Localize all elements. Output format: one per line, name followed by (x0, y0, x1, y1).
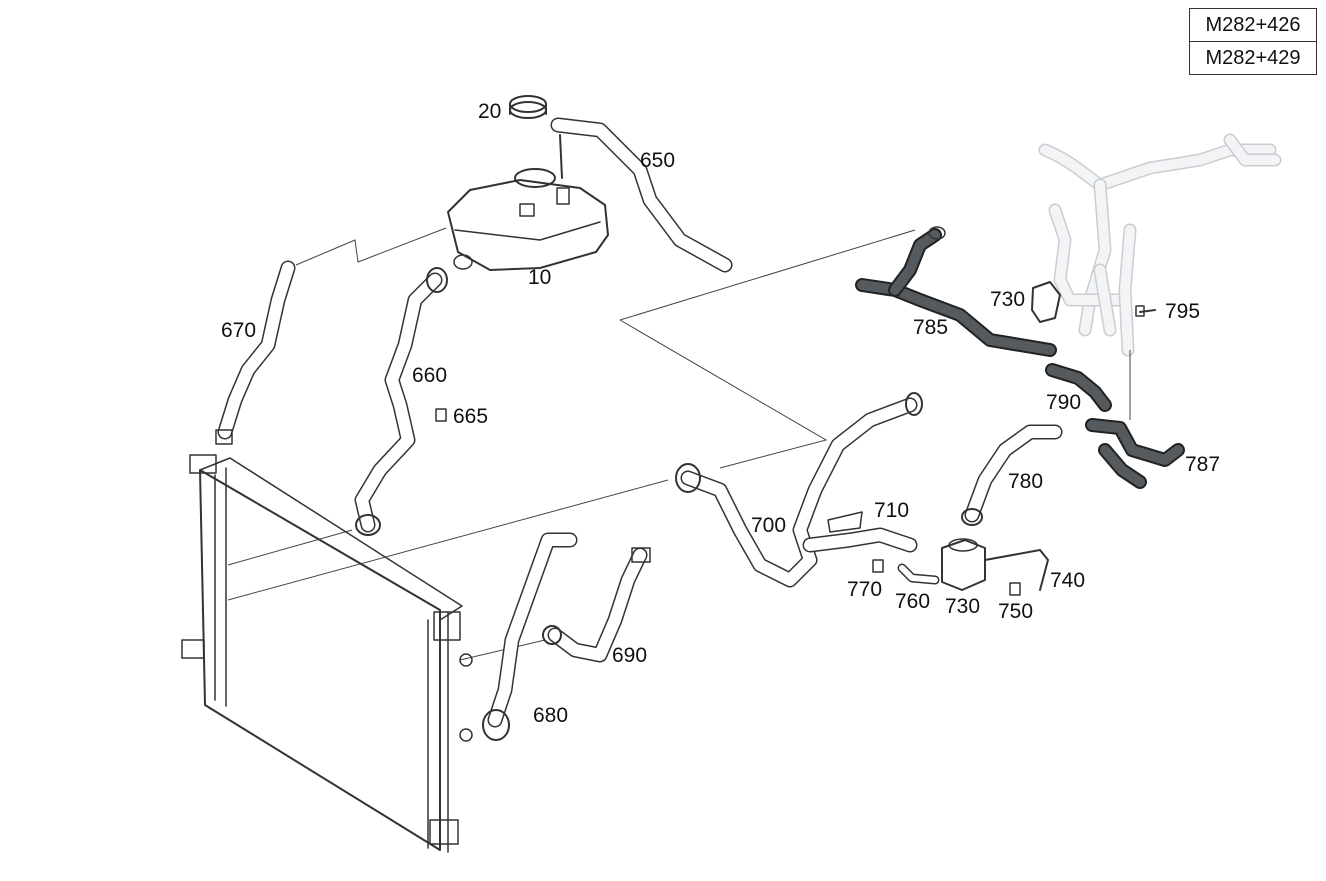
hose-787 (1085, 418, 1185, 489)
hose-680 (482, 532, 578, 741)
callout-787: 787 (1185, 453, 1220, 476)
callout-790: 790 (1046, 391, 1081, 414)
callout-680: 680 (533, 704, 568, 727)
hose-790 (1045, 363, 1112, 412)
hose-690 (542, 547, 651, 663)
model-code: M282+429 (1190, 41, 1316, 74)
callout-690: 690 (612, 644, 647, 667)
callout-730-lower: 730 (945, 595, 980, 618)
callout-665: 665 (453, 405, 488, 428)
callout-785: 785 (913, 316, 948, 339)
callout-700: 700 (751, 514, 786, 537)
hose-700 (675, 392, 923, 588)
callout-780: 780 (1008, 470, 1043, 493)
hose-650 (550, 117, 733, 273)
auxiliary-pump-group (872, 281, 1061, 596)
callout-650: 650 (640, 149, 675, 172)
radiator (181, 454, 473, 853)
callout-750: 750 (998, 600, 1033, 623)
hose-660 (354, 267, 448, 536)
callout-660: 660 (412, 364, 447, 387)
callout-20: 20 (478, 100, 501, 123)
model-code-box: M282+426 M282+429 (1189, 8, 1317, 75)
leader-lines (227, 227, 1131, 661)
callout-labels: 10 20 650 660 665 670 680 690 700 710 73… (221, 100, 1220, 727)
callout-770: 770 (847, 578, 882, 601)
model-code: M282+426 (1205, 14, 1301, 36)
callout-760: 760 (895, 590, 930, 613)
ghost-assembly (1038, 133, 1282, 357)
hose-670 (215, 260, 296, 445)
callout-10: 10 (528, 266, 551, 289)
bolt-795 (1135, 305, 1156, 317)
hose-780 (961, 424, 1063, 526)
callout-730-upper: 730 (990, 288, 1025, 311)
callout-710: 710 (874, 499, 909, 522)
callout-740: 740 (1050, 569, 1085, 592)
callout-670: 670 (221, 319, 256, 342)
hose-785 (855, 226, 1057, 357)
callout-795: 795 (1165, 300, 1200, 323)
expansion-tank (447, 168, 609, 271)
filler-cap (509, 95, 547, 119)
